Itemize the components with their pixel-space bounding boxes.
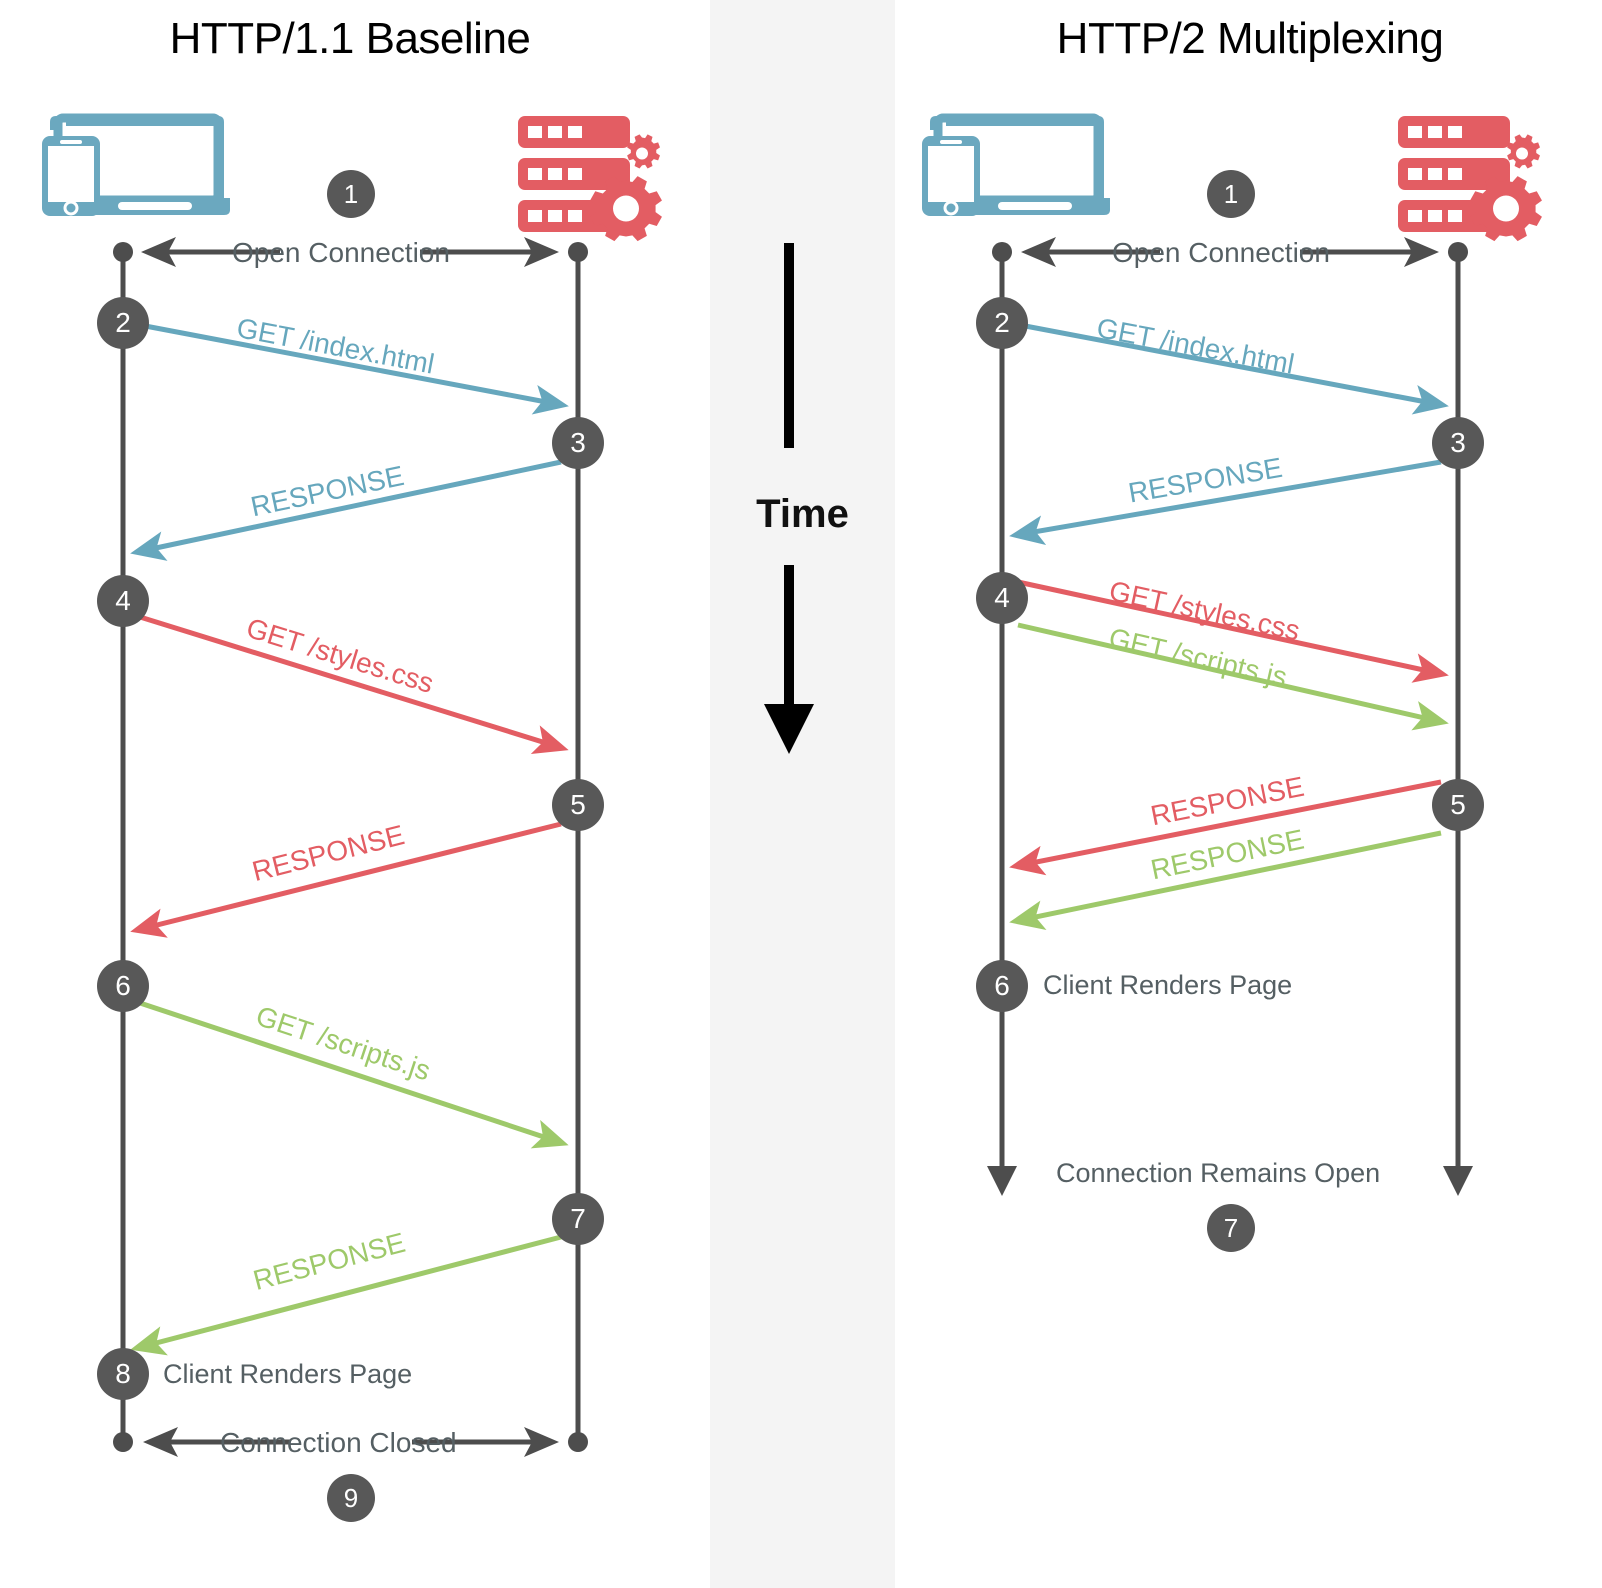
step-badge-1-right: 1: [1207, 170, 1255, 218]
time-axis-label: Time: [756, 492, 849, 536]
arrow-response-scripts-right: [1009, 830, 1442, 931]
step-badge-1-left: 1: [327, 170, 375, 218]
step-badge-4-left: 4: [97, 575, 149, 627]
arrow-response-styles-right: [1009, 779, 1442, 876]
center-divider-band: [710, 0, 895, 1588]
open-connection-label-right: Open Connection: [1112, 237, 1330, 268]
step-badge-5-right: 5: [1432, 779, 1484, 831]
step-badge-3-right: 3: [1432, 417, 1484, 469]
panel-title-http11: HTTP/1.1 Baseline: [169, 14, 531, 63]
arrow-get-styles-left: [139, 614, 569, 755]
arrow-response3-left: [130, 1234, 562, 1356]
step-badge-3-left: 3: [552, 417, 604, 469]
panel-http2-lifelines: [987, 242, 1473, 1196]
panel-title-http2: HTTP/2 Multiplexing: [1056, 14, 1444, 63]
step-badge-7-right: 7: [1207, 1204, 1255, 1252]
step-badge-9-left: 9: [327, 1474, 375, 1522]
step-badge-2-left: 2: [97, 297, 149, 349]
step-badge-6-left: 6: [97, 960, 149, 1012]
arrow-get-styles-right: [1017, 579, 1449, 683]
step-badge-5-left: 5: [552, 779, 604, 831]
arrow-get-index-right: [1019, 322, 1449, 415]
step-badge-8-left: 8: [97, 1348, 149, 1400]
connection-closed-label-left: Connection Closed: [220, 1427, 457, 1458]
server-gears-icon: [518, 116, 662, 242]
server-gears-icon: [1398, 116, 1542, 242]
arrow-response1-right: [1009, 459, 1442, 546]
arrow-get-scripts-right: [1017, 622, 1449, 731]
step-badge-6-right: 6: [976, 960, 1028, 1012]
note-client-renders-left: Client Renders Page: [163, 1359, 413, 1389]
arrow-get-index-left: [139, 322, 569, 415]
arrow-response1-left: [130, 459, 562, 561]
open-connection-label-left: Open Connection: [232, 237, 450, 268]
arrow-response2-left: [130, 821, 562, 938]
step-badge-4-right: 4: [976, 572, 1028, 624]
note-connection-remains-open: Connection Remains Open: [1056, 1158, 1381, 1188]
note-client-renders-right: Client Renders Page: [1043, 970, 1293, 1000]
step-badge-2-right: 2: [976, 297, 1028, 349]
client-devices-icon: [922, 113, 1110, 216]
step-badge-7-left: 7: [552, 1193, 604, 1245]
arrow-get-scripts-left: [139, 1000, 569, 1149]
client-devices-icon: [42, 113, 230, 216]
